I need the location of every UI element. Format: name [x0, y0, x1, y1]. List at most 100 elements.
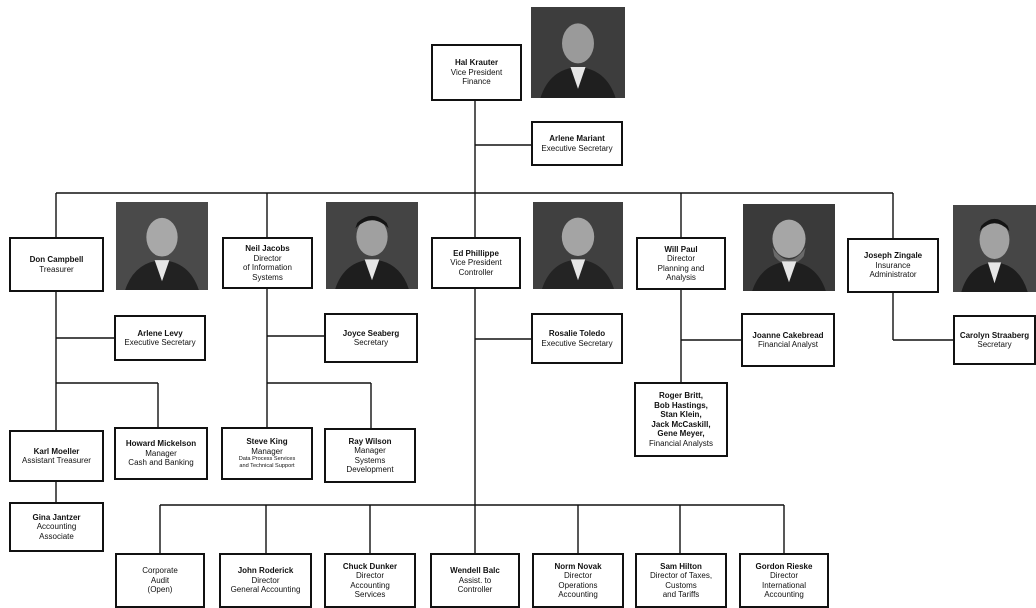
person-title-line: Cash and Banking — [128, 458, 194, 468]
person-name: Arlene Mariant — [549, 134, 605, 143]
person-name: Roger Britt, Bob Hastings, Stan Klein, J… — [651, 391, 711, 438]
person-title-line: Financial Analysts — [648, 438, 714, 448]
person-title-line: Financial Analyst — [757, 340, 819, 349]
person-title-line: International — [761, 580, 807, 590]
person-icon — [743, 204, 835, 291]
person-name: Karl Moeller — [33, 446, 80, 456]
person-title-line: Operations — [558, 580, 598, 590]
person-title-line: Director — [563, 571, 592, 580]
person-name: Joanne Cakebread — [752, 330, 824, 340]
person-title-line: Manager — [145, 448, 177, 458]
person-title-line: Accounting — [764, 590, 804, 599]
person-title-line: Treasurer — [39, 264, 74, 274]
person-title-line: of Information — [243, 263, 292, 272]
person-name: Wendell Balc — [450, 566, 500, 576]
person-name: Gina Jantzer — [32, 512, 81, 522]
person-title-detail: and Technical Support — [239, 463, 295, 469]
person-title-line: Secretary — [977, 340, 1012, 349]
person-title-line: Director — [251, 575, 280, 585]
person-title-line: Executive Secretary — [541, 143, 613, 153]
box-analysts: Roger Britt, Bob Hastings, Stan Klein, J… — [634, 382, 728, 457]
person-title-line: Administrator — [869, 270, 917, 280]
person-name: Rosalie Toledo — [548, 329, 606, 338]
portrait-campbell — [116, 202, 208, 290]
person-title-line: Executive Secretary — [541, 338, 613, 348]
person-icon — [531, 7, 625, 98]
person-name: Arlene Levy — [137, 328, 183, 338]
person-icon — [533, 202, 623, 289]
portrait-paul — [743, 204, 835, 291]
person-name: Steve King — [246, 437, 288, 446]
person-title-line: Accounting — [36, 522, 77, 532]
person-name: Joyce Seaberg — [342, 328, 400, 338]
person-title-line: and Tariffs — [662, 590, 700, 599]
person-title-detail: Data Process Services — [238, 456, 296, 462]
person-name: Howard Mickelson — [125, 439, 197, 449]
person-title-line: Customs — [665, 580, 697, 590]
portrait-jacobs — [326, 202, 418, 289]
person-title-line: Development — [346, 465, 394, 474]
person-title-line: Audit — [150, 575, 170, 585]
person-title-line: Analysis — [666, 273, 696, 282]
person-title-line: Secretary — [353, 338, 389, 347]
person-name: Sam Hilton — [660, 561, 702, 571]
person-name: Gordon Rieske — [755, 561, 813, 571]
person-name: Chuck Dunker — [342, 561, 398, 571]
person-title-line: Vice President — [450, 258, 502, 268]
person-title-line: Systems — [354, 455, 386, 465]
person-title-line: Finance — [462, 77, 491, 87]
person-name: Ed Phillippe — [453, 248, 499, 258]
person-name: John Roderick — [237, 566, 294, 576]
person-title-line: Vice President — [450, 67, 503, 77]
portrait-krauter — [531, 7, 625, 98]
portrait-phillippe — [533, 202, 623, 289]
person-title-line: Director — [355, 571, 384, 580]
person-icon — [116, 202, 208, 290]
person-title-line: Systems — [252, 272, 283, 282]
person-name: Carolyn Straaberg — [959, 330, 1030, 340]
person-title-line: Assistant Treasurer — [22, 456, 91, 465]
person-title-line: Director of Taxes, — [649, 571, 713, 580]
person-name: Will Paul — [664, 244, 698, 254]
person-title-line: (Open) — [147, 585, 173, 595]
person-title-line: Services — [354, 590, 386, 599]
person-title-line: Accounting — [558, 590, 598, 599]
person-title-line: Controller — [457, 585, 493, 595]
person-title-line: Director — [769, 571, 798, 580]
person-title-line: Director — [253, 253, 282, 263]
person-title-line: Corporate — [142, 566, 178, 576]
person-title-line: Associate — [39, 531, 74, 541]
person-name: Joseph Zingale — [863, 251, 923, 261]
person-title-line: Planning and — [657, 263, 705, 273]
person-icon — [953, 205, 1036, 292]
person-title-line: General Accounting — [230, 585, 301, 595]
person-name: Ray Wilson — [348, 436, 392, 446]
person-title-line: Director — [666, 254, 695, 263]
person-icon — [326, 202, 418, 289]
person-name: Don Campbell — [29, 255, 84, 264]
person-title-line: Executive Secretary — [124, 338, 196, 347]
